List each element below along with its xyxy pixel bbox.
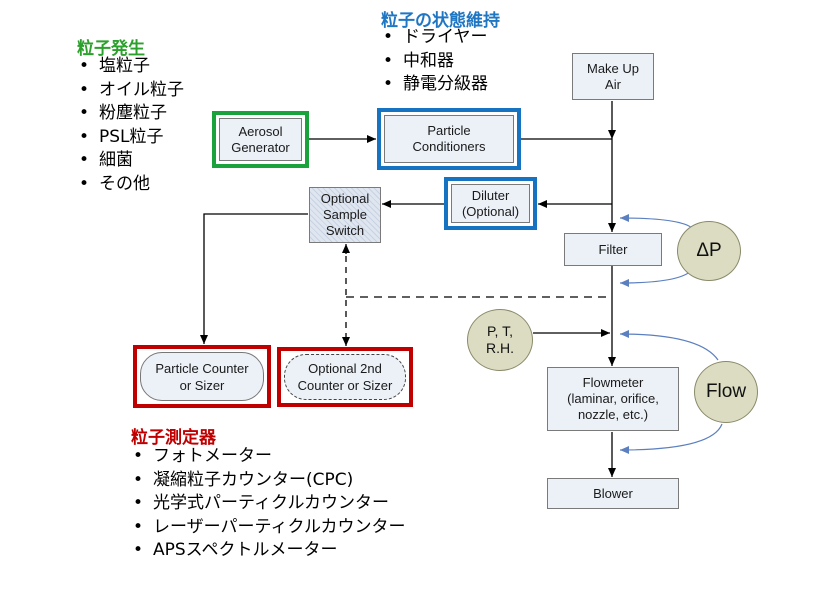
generation-item: PSL粒子 [77, 126, 184, 150]
arrow-switch-to-counter [200, 213, 308, 344]
delta-p-sensor: ΔP [677, 221, 741, 281]
sample-switch-box: Optional Sample Switch [309, 187, 381, 243]
generation-item: オイル粒子 [77, 79, 184, 103]
generation-list: 塩粒子 オイル粒子 粉塵粒子 PSL粒子 細菌 その他 [77, 55, 184, 197]
diluter-box: Diluter (Optional) [451, 184, 530, 223]
aerosol-generator-frame [212, 111, 309, 168]
delta-p-tap-lower [619, 269, 693, 287]
blower-box: Blower [547, 478, 679, 509]
measurement-item: APSスペクトルメーター [131, 539, 405, 563]
ptrh-sensor: P, T, R.H. [467, 309, 533, 371]
aerosol-generator-box: Aerosol Generator [219, 118, 302, 161]
measurement-title: 粒子測定器 [131, 428, 216, 448]
conditioning-list: ドライヤー 中和器 静電分級器 [381, 26, 488, 97]
flow-sensor: Flow [694, 361, 758, 423]
generation-item: その他 [77, 173, 184, 197]
particle-counter-box: Particle Counter or Sizer [140, 352, 264, 401]
diluter-frame [444, 177, 537, 230]
particle-conditioners-frame [377, 108, 521, 170]
generation-item: 粉塵粒子 [77, 102, 184, 126]
delta-p-tap-upper [619, 214, 693, 229]
filter-box: Filter [564, 233, 662, 266]
second-counter-box: Optional 2nd Counter or Sizer [284, 354, 406, 400]
measurement-item: フォトメーター [131, 445, 405, 469]
particle-conditioners-box: Particle Conditioners [384, 115, 514, 163]
measurement-item: 凝縮粒子カウンター(CPC) [131, 469, 405, 493]
measurement-list: フォトメーター 凝縮粒子カウンター(CPC) 光学式パーティクルカウンター レー… [131, 445, 405, 563]
conditioning-item: ドライヤー [381, 26, 488, 50]
generation-title: 粒子発生 [77, 39, 145, 59]
generation-item: 塩粒子 [77, 55, 184, 79]
conditioning-item: 中和器 [381, 50, 488, 74]
flow-tap-upper [619, 330, 719, 361]
conditioning-item: 静電分級器 [381, 73, 488, 97]
make-up-air-box: Make Up Air [572, 53, 654, 100]
particle-counter-frame [133, 345, 271, 408]
generation-item: 細菌 [77, 149, 184, 173]
flowmeter-box: Flowmeter (laminar, orifice, nozzle, etc… [547, 367, 679, 431]
second-counter-frame [277, 347, 413, 407]
measurement-item: 光学式パーティクルカウンター [131, 492, 405, 516]
flow-tap-lower [619, 423, 723, 454]
measurement-item: レーザーパーティクルカウンター [131, 516, 405, 540]
